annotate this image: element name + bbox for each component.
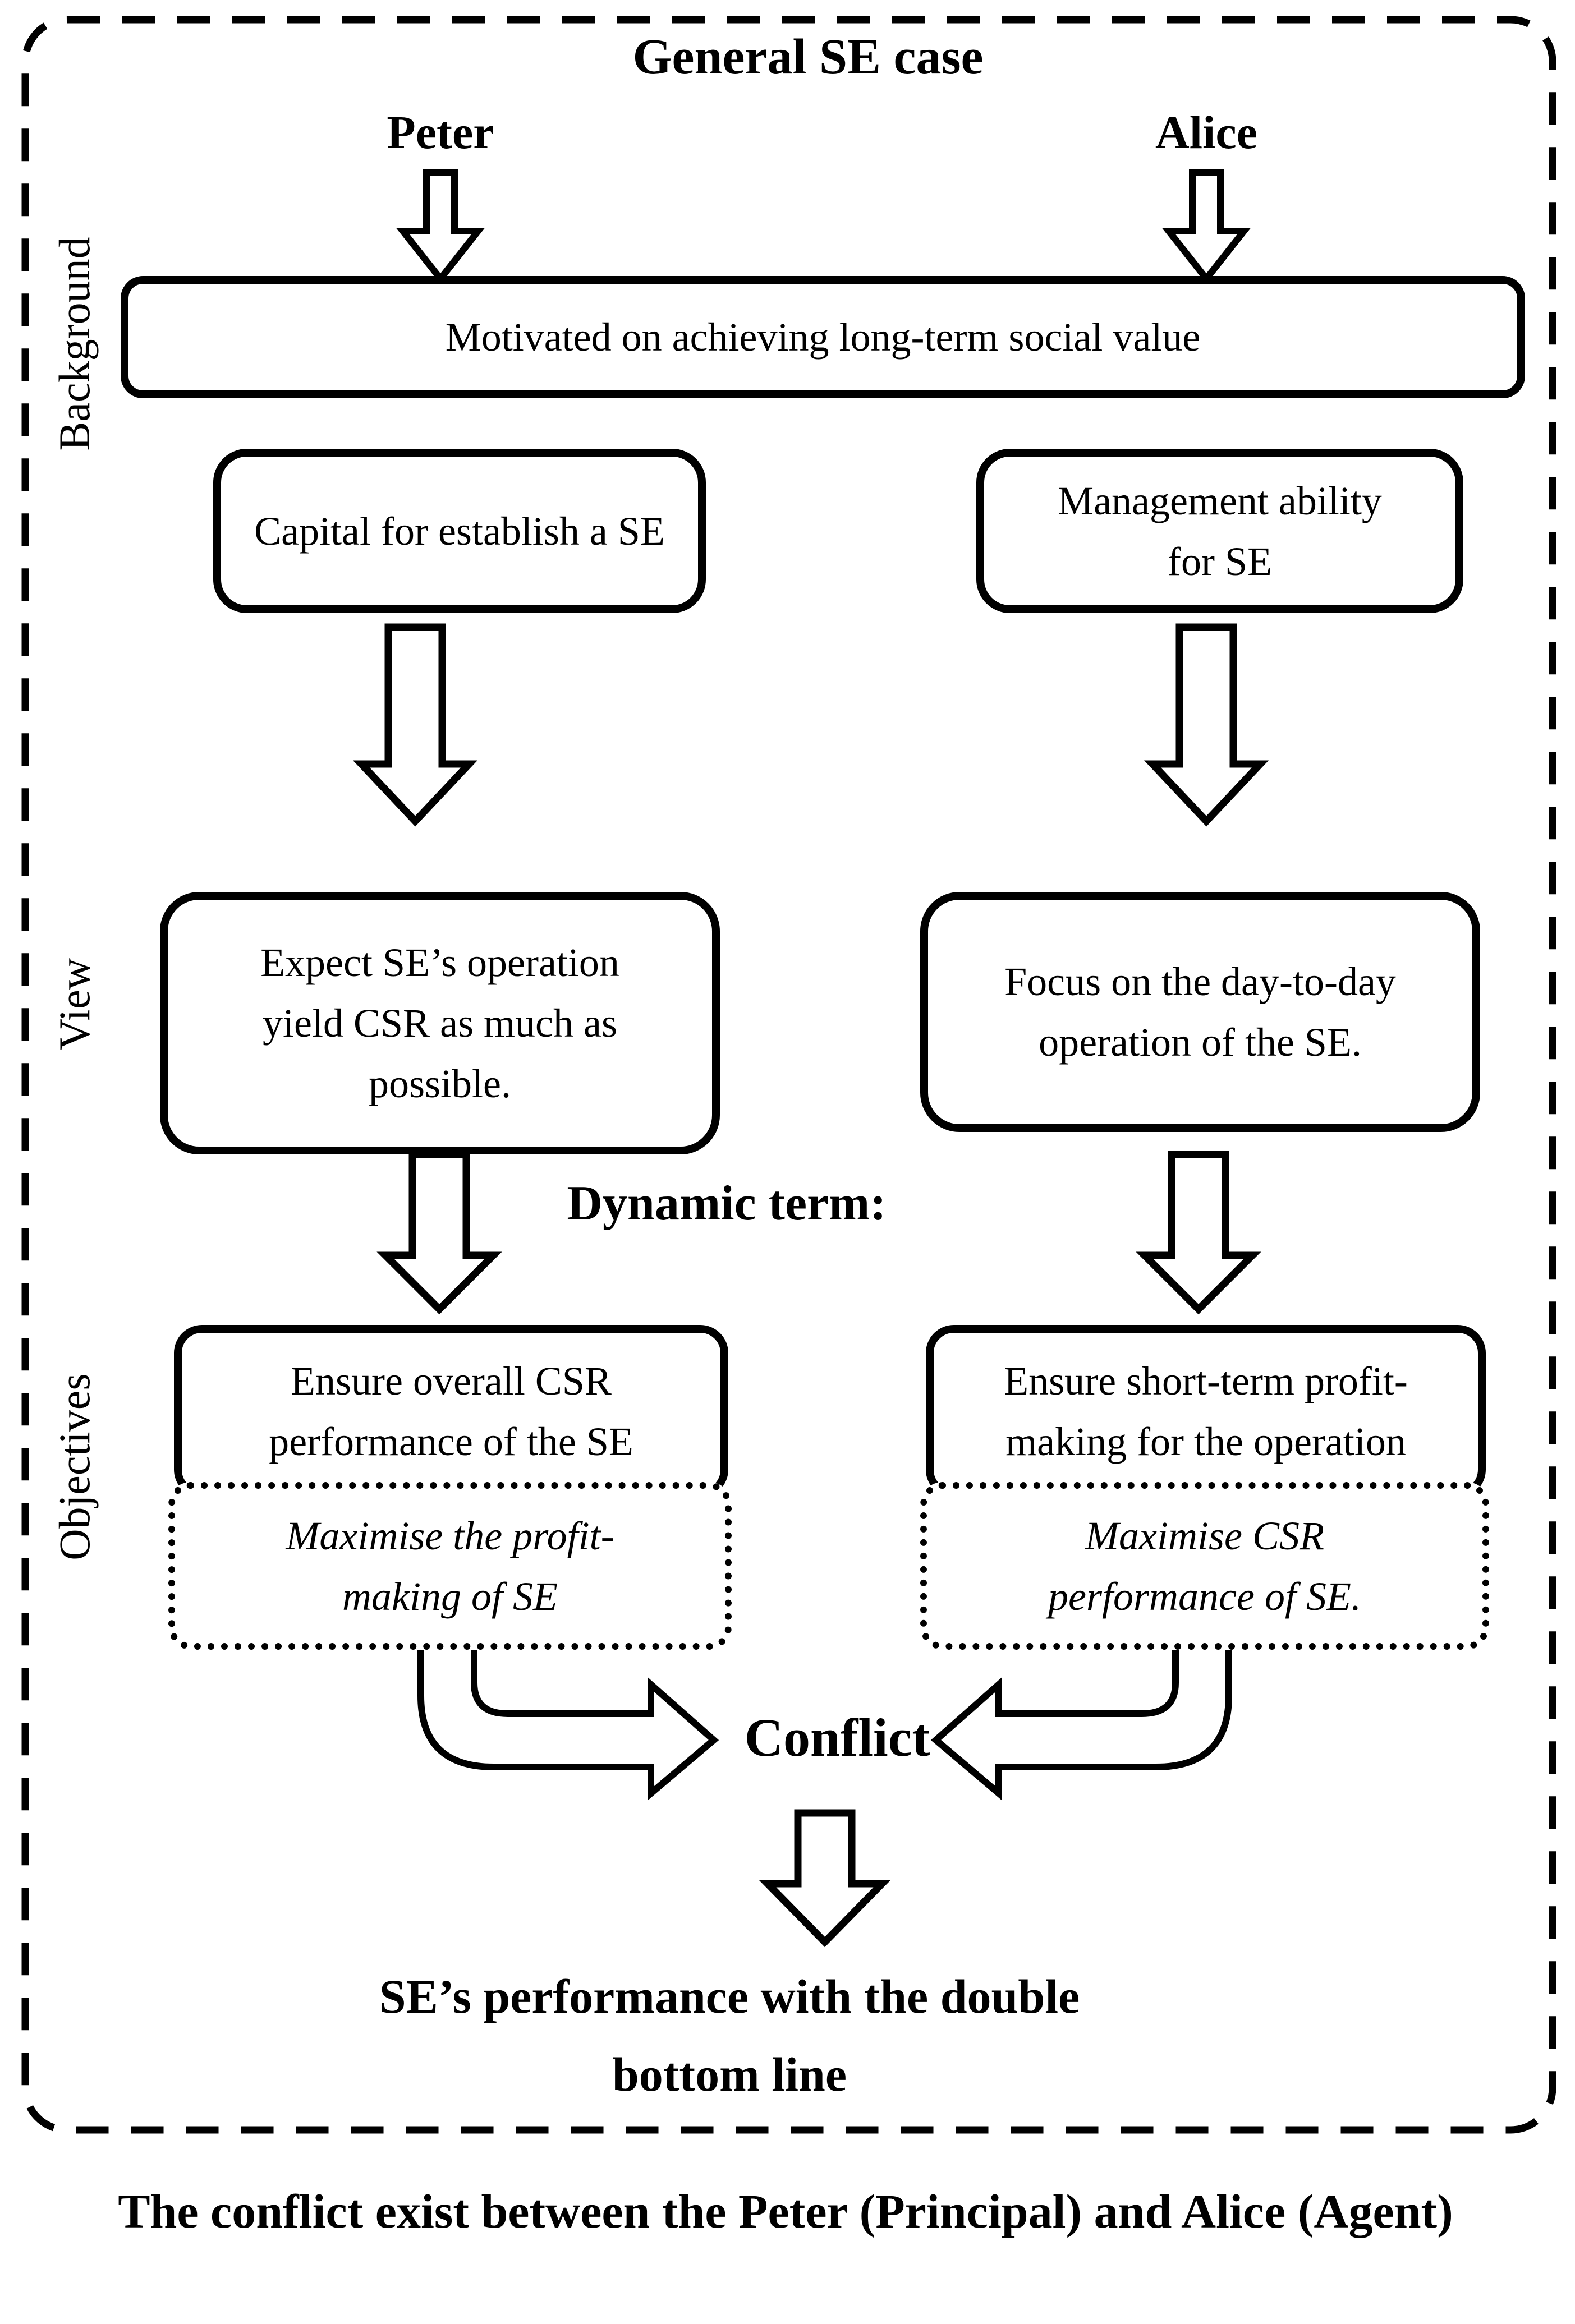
- view-right-box: Focus on the day-to-day operation of the…: [920, 892, 1480, 1132]
- conflict-label: Conflict: [744, 1708, 930, 1768]
- objectives-left-dotted-box: Maximise the profit-making of SE: [168, 1482, 732, 1650]
- conflict-to-outcome-arrow-icon: [759, 1809, 891, 1948]
- section-label-objectives: Objectives: [50, 1373, 99, 1561]
- alice-down-arrow-icon: [1161, 169, 1251, 284]
- view-to-objectives-left-arrow-icon: [376, 1151, 502, 1315]
- objectives-left-to-conflict-arrow-icon: [417, 1637, 719, 1801]
- background-right-box-text: Management ability for SE: [1058, 478, 1382, 584]
- background-to-view-left-arrow-icon: [352, 623, 478, 827]
- objectives-left-dotted-box-text: Maximise the profit-making of SE: [286, 1513, 614, 1619]
- objectives-left-box: Ensure overall CSR performance of the SE: [174, 1325, 728, 1498]
- view-right-box-text: Focus on the day-to-day operation of the…: [1004, 959, 1396, 1065]
- peter-down-arrow-icon: [396, 169, 485, 284]
- actor-alice-label: Alice: [1155, 107, 1257, 159]
- objectives-left-box-text: Ensure overall CSR performance of the SE: [269, 1359, 633, 1464]
- section-label-background: Background: [50, 237, 99, 451]
- diagram-title: General SE case: [632, 29, 984, 85]
- objectives-right-dotted-box-text: Maximise CSR performance of SE.: [1048, 1513, 1361, 1619]
- outer-dashed-border: [21, 16, 1556, 2134]
- view-left-box: Expect SE’s operation yield CSR as much …: [160, 892, 720, 1154]
- motivation-box: Motivated on achieving long-term social …: [121, 276, 1525, 398]
- background-right-box: Management ability for SE: [976, 449, 1463, 613]
- view-to-objectives-right-arrow-icon: [1136, 1151, 1261, 1315]
- objectives-right-box-text: Ensure short-term profit-making for the …: [1004, 1359, 1408, 1464]
- background-left-box: Capital for establish a SE: [213, 449, 706, 613]
- motivation-box-text: Motivated on achieving long-term social …: [445, 315, 1201, 360]
- background-to-view-right-arrow-icon: [1144, 623, 1269, 827]
- objectives-right-box: Ensure short-term profit-making for the …: [926, 1325, 1486, 1498]
- section-label-view: View: [50, 958, 99, 1051]
- view-left-box-text: Expect SE’s operation yield CSR as much …: [260, 940, 619, 1106]
- background-left-box-text: Capital for establish a SE: [254, 508, 665, 554]
- outcome-text: SE’s performance with the double bottom …: [379, 1969, 1080, 2102]
- objectives-right-to-conflict-arrow-icon: [930, 1637, 1232, 1801]
- dynamic-term-label: Dynamic term:: [567, 1176, 887, 1231]
- actor-peter-label: Peter: [387, 107, 494, 159]
- objectives-right-dotted-box: Maximise CSR performance of SE.: [920, 1482, 1489, 1650]
- figure-caption: The conflict exist between the Peter (Pr…: [118, 2184, 1453, 2238]
